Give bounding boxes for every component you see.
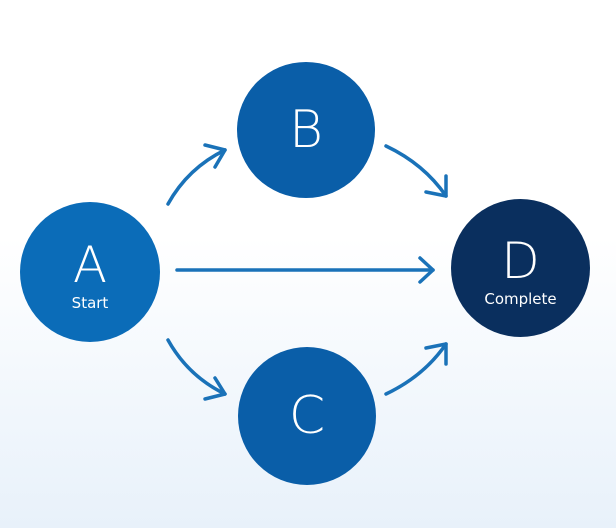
node-a-start: A Start xyxy=(20,202,160,342)
edges xyxy=(166,143,448,401)
node-b-letter: B xyxy=(288,100,324,160)
node-c-letter: C xyxy=(288,386,326,446)
node-b: B xyxy=(237,62,375,198)
node-a-letter: A xyxy=(72,235,108,294)
edge-a-to-b xyxy=(166,143,227,206)
edge-a-to-d xyxy=(175,256,435,284)
node-d-letter: D xyxy=(501,231,540,290)
edge-b-to-d xyxy=(384,144,448,198)
node-d-complete: D Complete xyxy=(451,199,590,337)
edge-a-to-c xyxy=(166,338,227,401)
node-c: C xyxy=(238,347,376,485)
node-d-label: Complete xyxy=(484,289,557,308)
edge-c-to-d xyxy=(384,342,448,396)
node-a-label: Start xyxy=(71,293,109,312)
